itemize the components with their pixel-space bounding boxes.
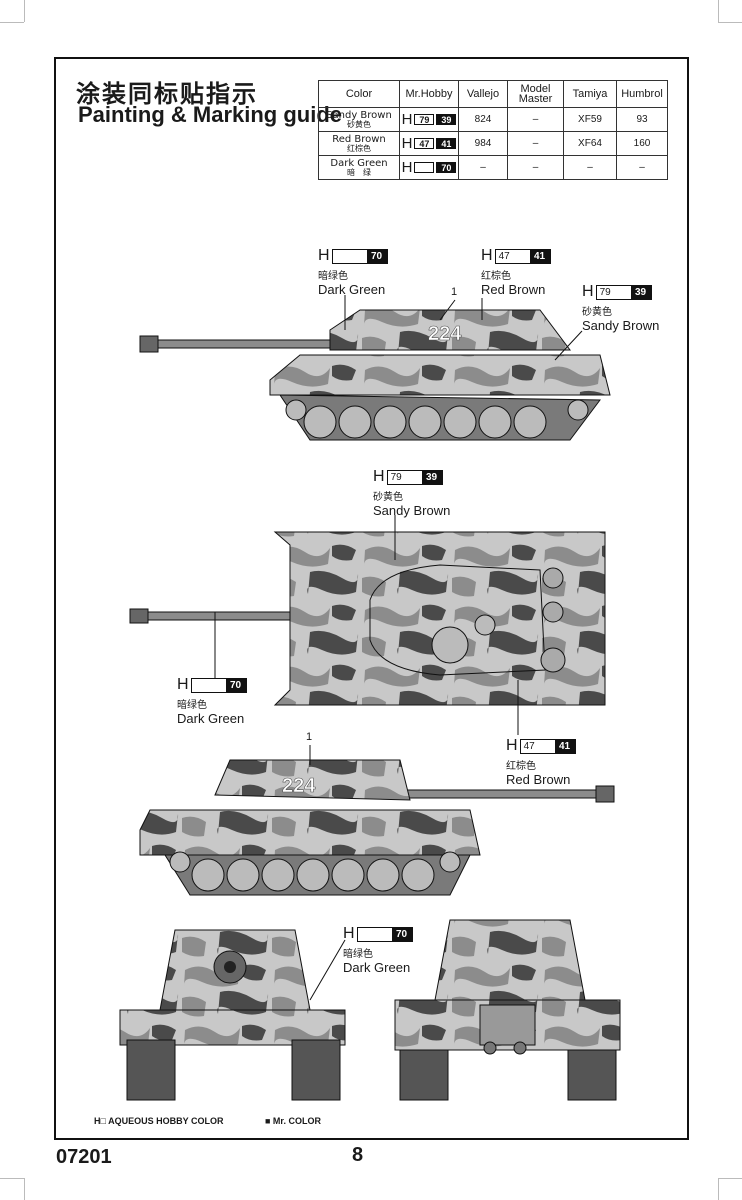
callout-cn: 红棕色 (506, 761, 536, 772)
color-name-en: Dark Green (330, 157, 388, 169)
code-black: 41 (436, 138, 457, 149)
code-white: 79 (596, 285, 631, 299)
title-english: Painting & Marking guide (78, 102, 343, 127)
callout-cn: 红棕色 (481, 271, 511, 282)
color-name-cn: 红棕色 (347, 143, 371, 153)
page-number: 8 (352, 1144, 364, 1166)
crop-mark (718, 1178, 719, 1200)
humbrol-cell: – (616, 155, 668, 180)
marking-number: 1 (306, 731, 313, 743)
color-name-en: Red Brown (332, 133, 386, 145)
code-black: 41 (529, 249, 550, 263)
tank-side-view-right: 224 (139, 759, 615, 896)
tamiya-cell: XF59 (563, 107, 617, 132)
callout-en: Dark Green (318, 282, 386, 297)
callout-en: Sandy Brown (373, 503, 451, 518)
code-black: 39 (421, 470, 442, 484)
callout-dark-green: H 70 暗绿色 Dark Green (177, 676, 247, 726)
code-white: 47 (520, 739, 555, 753)
code-white: 79 (414, 114, 435, 125)
page-frame (54, 57, 689, 1140)
callout-en: Dark Green (343, 960, 411, 975)
callout-dark-green: H 70 暗绿色 Dark Green (343, 925, 413, 975)
color-name-cn: 砂黄色 (347, 119, 371, 129)
callout-cn: 砂黄色 (582, 307, 612, 318)
tank-top-view (129, 531, 606, 706)
table-header: Humbrol (616, 80, 668, 108)
code-black: 70 (225, 678, 246, 692)
model-master-cell: – (507, 155, 564, 180)
document-number: 07201 (56, 1146, 112, 1168)
callout-en: Dark Green (177, 711, 245, 726)
code-black: 70 (436, 162, 457, 173)
turret-number: 224 (282, 775, 316, 797)
h-letter: H (177, 676, 189, 693)
crop-mark (24, 0, 25, 22)
code-black: 39 (436, 114, 457, 125)
code-white (414, 162, 435, 173)
h-letter: H (481, 247, 493, 264)
crop-mark (0, 1178, 24, 1179)
crop-mark (24, 1178, 25, 1200)
h-letter: H (373, 468, 385, 485)
callout-dark-green: H 70 暗绿色 Dark Green (318, 247, 388, 297)
code-black: 70 (391, 927, 412, 941)
code-white (332, 249, 367, 263)
h-letter: H (506, 737, 518, 754)
code-white (357, 927, 392, 941)
callout-en: Sandy Brown (582, 318, 660, 333)
legend-aqueous: H□ AQUEOUS HOBBY COLOR (94, 1116, 224, 1126)
callout-cn: 暗绿色 (343, 949, 373, 960)
turret-number: 224 (428, 323, 462, 345)
callout-en: Red Brown (481, 282, 546, 297)
callout-en: Red Brown (506, 772, 571, 787)
marking-number: 1 (451, 286, 458, 298)
tamiya-cell: XF64 (563, 131, 617, 156)
crop-mark (718, 0, 719, 22)
code-white: 47 (495, 249, 530, 263)
code-black: 41 (554, 739, 575, 753)
code-black: 39 (630, 285, 651, 299)
tank-front-view (119, 929, 346, 1101)
crop-mark (718, 1178, 742, 1179)
humbrol-cell: 93 (616, 107, 668, 132)
color-name-cn: 暗 绿 (347, 167, 371, 177)
tank-rear-view (394, 919, 621, 1101)
leader-lines (214, 295, 583, 1001)
callout-cn: 砂黄色 (373, 492, 403, 503)
color-table: Color Mr.Hobby Vallejo Model Master Tami… (318, 80, 668, 180)
crop-mark (0, 22, 24, 23)
legend-mr-color: ■ Mr. COLOR (265, 1116, 321, 1126)
tank-side-view-left: 224 (139, 309, 611, 441)
code-white (191, 678, 226, 692)
crop-mark (718, 22, 742, 23)
color-name-en: Sandy Brown (326, 109, 392, 121)
h-letter: H (318, 247, 330, 264)
humbrol-cell: 160 (616, 131, 668, 156)
code-white: 47 (414, 138, 435, 149)
callout-cn: 暗绿色 (318, 271, 348, 282)
code-white: 79 (387, 470, 422, 484)
h-letter: H (582, 283, 594, 300)
h-letter: H (343, 925, 355, 942)
table-header: Color (318, 80, 400, 108)
title-chinese: 涂装同标贴指示 (76, 80, 258, 108)
code-black: 70 (366, 249, 387, 263)
callout-cn: 暗绿色 (177, 700, 207, 711)
